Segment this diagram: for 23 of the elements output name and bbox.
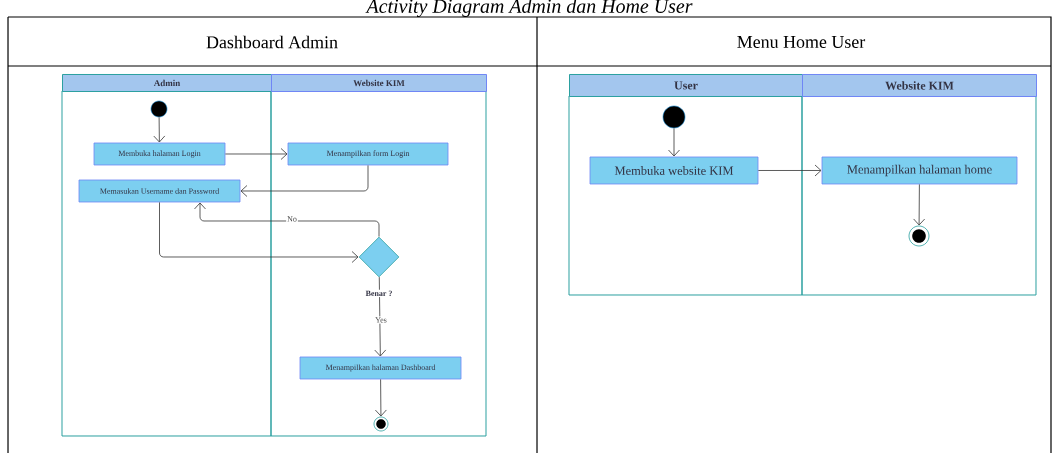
node-label: Website KIM [353,79,405,87]
arrow [194,202,380,237]
arrow [240,165,369,197]
arrow [153,116,166,143]
start-node [662,105,686,129]
arrow [668,127,680,157]
arrow [159,202,359,263]
decision-diamond [358,236,400,278]
arrow [225,148,288,160]
node-label: Website KIM [885,81,954,90]
node-label: Admin [153,79,181,87]
start-node [150,100,168,118]
arrow [374,276,387,357]
arrow [375,379,387,417]
arrow [758,164,822,177]
end-node [908,225,930,247]
action-box: Membuka website KIM [589,156,759,185]
column-header: Menu Home User [737,36,866,48]
node-label: User [674,81,698,90]
action-box: Menampilkan halaman home [821,156,1018,185]
column-header: Dashboard Admin [206,35,338,49]
end-node [373,416,389,432]
arrow [913,184,926,226]
